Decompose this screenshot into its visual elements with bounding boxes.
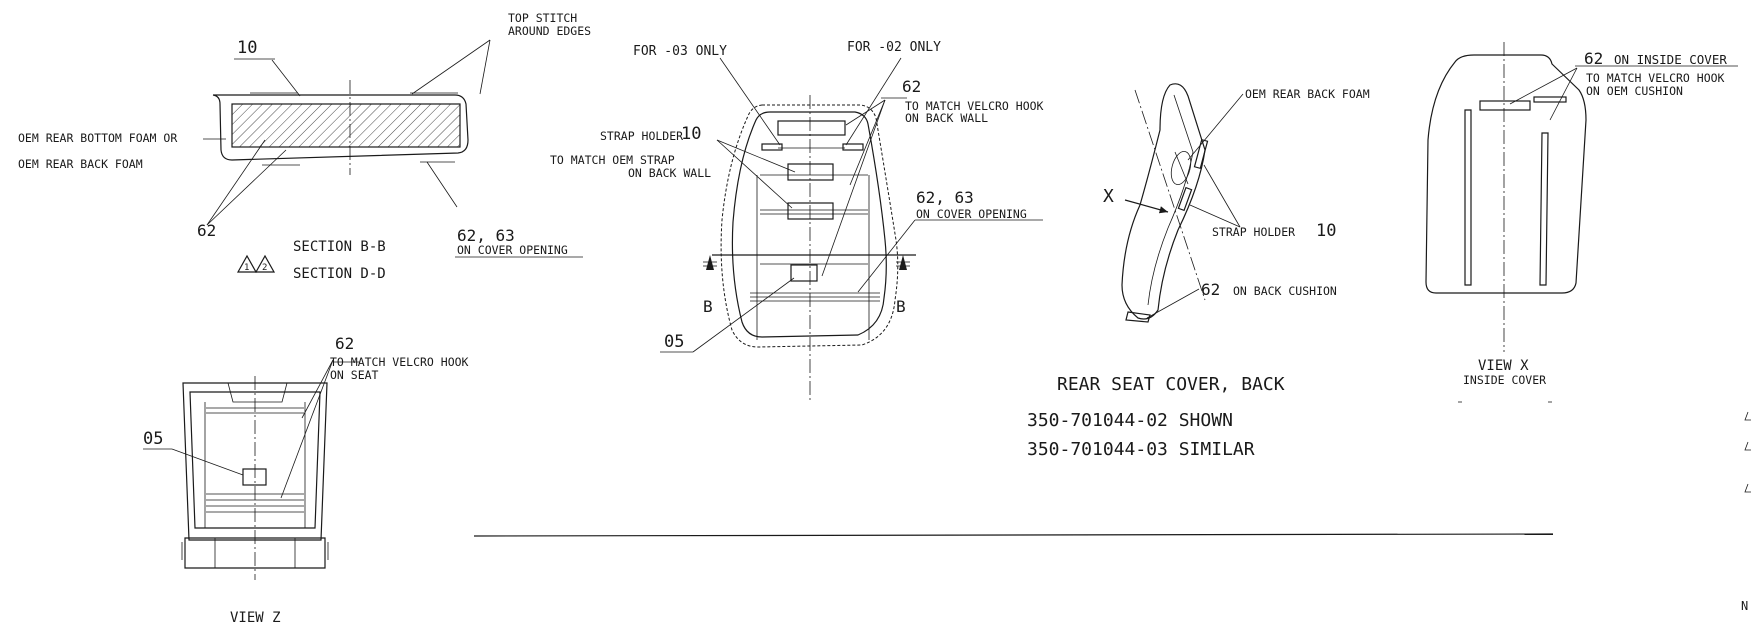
oem-strap-label-2: ON BACK WALL [628, 166, 711, 180]
view-z-seat [181, 376, 329, 580]
back-cushion-ref-62: 62 [1201, 280, 1220, 299]
view-z-velcro-2: ON SEAT [330, 368, 379, 382]
oem-rear-back-foam-label: OEM REAR BACK FOAM [1245, 87, 1370, 101]
section-bb-view: 10 TOP STITCH AROUND EDGES OEM REAR BOTT… [18, 11, 591, 282]
for-02-only-label: FOR -02 ONLY [847, 40, 941, 55]
view-x: 62 ON INSIDE COVER TO MATCH VELCRO HOOK … [1425, 42, 1738, 403]
oem-strap-label-1: TO MATCH OEM STRAP [550, 153, 675, 167]
strap-holder-label: STRAP HOLDER [600, 129, 683, 143]
foam-label-1: OEM REAR BOTTOM FOAM OR [18, 131, 177, 145]
view-x-arrow-label: X [1103, 186, 1114, 207]
view-x-velcro-2: ON OEM CUSHION [1586, 84, 1683, 98]
view-x-title-2: INSIDE COVER [1463, 373, 1546, 387]
back-view-ref-62-63: 62, 63 [916, 188, 974, 207]
side-strap-holder-ref: 10 [1316, 221, 1336, 241]
section-bb-ref-62: 62 [197, 221, 216, 240]
view-x-leaders [1509, 65, 1738, 121]
section-bb-leaders [203, 39, 583, 258]
part-number-similar: 350-701044-03 SIMILAR [1027, 439, 1255, 460]
revision-triangle-2: 2 [254, 254, 276, 273]
back-view-leaders [660, 57, 1043, 353]
top-stitch-label-1: TOP STITCH [508, 11, 577, 25]
revision-triangle-1: 1 [236, 254, 258, 273]
top-stitch-label-2: AROUND EDGES [508, 24, 591, 38]
section-bb-title: SECTION B-B [293, 239, 386, 255]
drawing-title: REAR SEAT COVER, BACK [1057, 374, 1285, 395]
view-z-leaders [143, 359, 360, 499]
section-bb-ref-10: 10 [237, 38, 257, 58]
view-x-title-1: VIEW X [1478, 358, 1529, 374]
back-view: FOR -03 ONLY FOR -02 ONLY 62 TO MATCH VE… [550, 40, 1044, 400]
section-bb-ref-62-63: 62, 63 [457, 226, 515, 245]
section-b-cutting-line [703, 254, 916, 270]
view-z: 62 TO MATCH VELCRO HOOK ON SEAT 05 VIEW … [143, 334, 469, 626]
for-03-only-label: FOR -03 ONLY [633, 44, 727, 59]
section-b-label-right: B [896, 297, 906, 316]
view-x-inside-cover: ON INSIDE COVER [1614, 52, 1727, 67]
view-z-title: VIEW Z [230, 610, 281, 626]
section-b-label-left: B [703, 297, 713, 316]
section-dd-title: SECTION D-D [293, 266, 386, 282]
back-view-cover [720, 95, 899, 400]
margin-note-n: N [1741, 599, 1748, 613]
strap-holder-ref: 10 [681, 124, 701, 144]
side-view-cushion [1121, 83, 1209, 323]
svg-text:1: 1 [244, 263, 249, 273]
foam-label-2: OEM REAR BACK FOAM [18, 157, 143, 171]
view-z-velcro-1: TO MATCH VELCRO HOOK [330, 355, 469, 369]
section-bb-cushion [212, 80, 469, 175]
view-z-ref-62: 62 [335, 334, 354, 353]
back-view-velcro-2: ON BACK WALL [905, 111, 988, 125]
back-cushion-label: ON BACK CUSHION [1233, 284, 1337, 298]
back-view-velcro-1: TO MATCH VELCRO HOOK [905, 99, 1044, 113]
view-x-ref-62: 62 [1584, 49, 1603, 68]
horizontal-rule [473, 533, 1554, 537]
view-x-cover [1425, 42, 1587, 403]
side-view-leaders [1124, 93, 1244, 319]
side-view: OEM REAR BACK FOAM X STRAP HOLDER 10 62 … [1103, 83, 1370, 323]
part-number-shown: 350-701044-02 SHOWN [1027, 410, 1233, 431]
right-margin-marks: N [1741, 411, 1751, 613]
back-view-ref-05: 05 [664, 332, 684, 352]
svg-text:2: 2 [262, 263, 267, 273]
view-x-velcro-1: TO MATCH VELCRO HOOK [1586, 71, 1725, 85]
back-view-ref-62: 62 [902, 77, 921, 96]
back-view-cover-opening: ON COVER OPENING [916, 207, 1027, 221]
title-block: REAR SEAT COVER, BACK 350-701044-02 SHOW… [473, 374, 1554, 537]
side-strap-holder-label: STRAP HOLDER [1212, 225, 1295, 239]
view-z-ref-05: 05 [143, 429, 163, 449]
section-bb-cover-opening: ON COVER OPENING [457, 243, 568, 257]
